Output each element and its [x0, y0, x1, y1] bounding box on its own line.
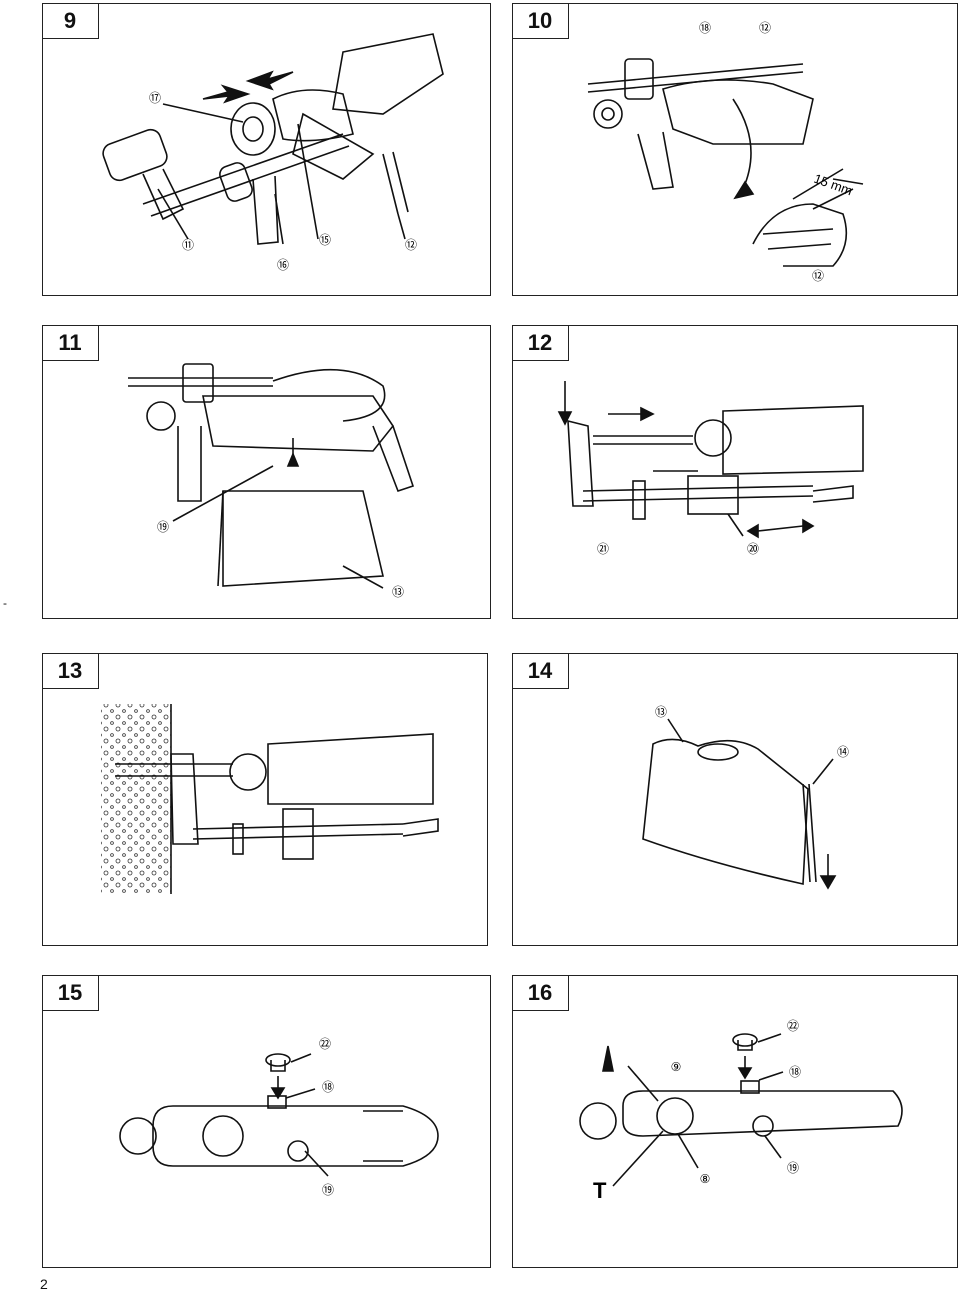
callout-18: ⑱: [699, 21, 711, 35]
callout-22: ㉒: [319, 1037, 331, 1051]
figure-12: 12 ㉑ ⑳: [511, 324, 958, 619]
callout-11: ⑪: [182, 238, 194, 252]
callout-19: ⑲: [322, 1183, 334, 1197]
figure-number: 16: [511, 974, 569, 1011]
callout-19: ⑲: [157, 520, 169, 534]
figure-14: 14 ⑬ ⑭: [511, 652, 958, 946]
callout-13: ⑬: [655, 705, 667, 719]
bag-disposal-illustration: ⑬ ⑭: [642, 705, 849, 890]
callout-13: ⑬: [392, 585, 404, 599]
figure-15: 15 ㉒ ⑱ ⑲: [41, 974, 491, 1268]
figure-number: 11: [41, 324, 99, 361]
callout-12-top: ⑫: [759, 21, 771, 35]
callout-20: ⑳: [747, 542, 759, 556]
figure-number: 13: [41, 652, 99, 689]
drilling-wall-illustration: [101, 704, 439, 894]
figure-number: 10: [511, 2, 569, 39]
figure-number: 15: [41, 974, 99, 1011]
callout-9: ⑨: [671, 1060, 682, 1074]
cap-install-illustration: ㉒ ⑱ ⑲: [119, 1037, 439, 1197]
callout-16: ⑯: [277, 258, 289, 272]
margin-mark: -: [3, 596, 7, 610]
figure-11: 11 ⑲ ⑬: [41, 324, 491, 619]
callout-18: ⑱: [789, 1065, 801, 1079]
callout-22: ㉒: [787, 1019, 799, 1033]
figure-number: 9: [41, 2, 99, 39]
mode-switch-illustration: ⑨ ㉒ ⑱ ⑧ ⑲ T: [579, 1019, 903, 1203]
hammer-mode-symbol: T: [593, 1178, 607, 1203]
depth-adjust-illustration: ㉑ ⑳: [557, 381, 864, 556]
callout-15: ⑮: [319, 233, 331, 247]
callout-14: ⑭: [837, 745, 849, 759]
figure-10: 10 ⑱ ⑫ ⑫ 15 mm: [511, 2, 958, 296]
page-number: 2: [40, 1276, 48, 1292]
figure-number: 12: [511, 324, 569, 361]
callout-12: ⑫: [405, 238, 417, 252]
callout-17: ⑰: [149, 91, 161, 105]
callout-12-bottom: ⑫: [812, 269, 824, 283]
figure-number: 14: [511, 652, 569, 689]
callout-21: ㉑: [597, 542, 609, 556]
figure-16: 16 ⑨ ㉒ ⑱ ⑧ ⑲ T: [511, 974, 958, 1268]
figure-9: 9 ⑰ ⑪ ⑯ ⑮ ⑫: [41, 2, 491, 296]
drill-hose-illustration: ⑱ ⑫ ⑫ 15 mm: [587, 21, 864, 283]
dust-bag-attach-illustration: ⑲ ⑬: [128, 363, 415, 599]
callout-19: ⑲: [787, 1161, 799, 1175]
figure-13: 13: [41, 652, 488, 946]
drill-illustration: ⑰ ⑪ ⑯ ⑮ ⑫: [102, 33, 444, 272]
callout-8: ⑧: [700, 1172, 711, 1186]
callout-18: ⑱: [322, 1080, 334, 1094]
